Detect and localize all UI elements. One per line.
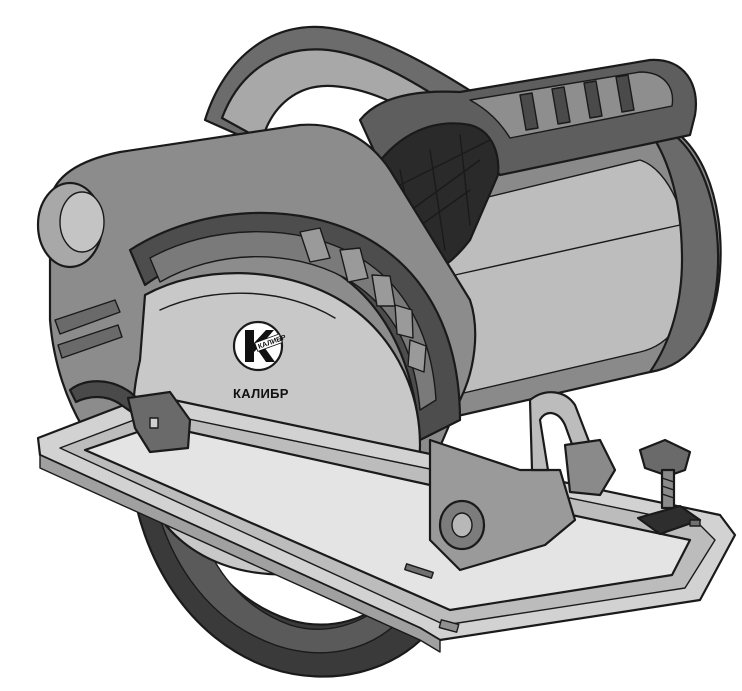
base-detail-slots	[404, 519, 701, 579]
brand-label: КАЛИБР	[233, 386, 289, 401]
motor-housing	[418, 118, 722, 422]
base-plate	[36, 393, 737, 653]
bevel-bracket	[428, 391, 617, 572]
brand-logo-icon: КАЛИБР	[232, 320, 287, 372]
depth-lever	[68, 380, 192, 454]
blade-guard-band	[128, 211, 462, 442]
